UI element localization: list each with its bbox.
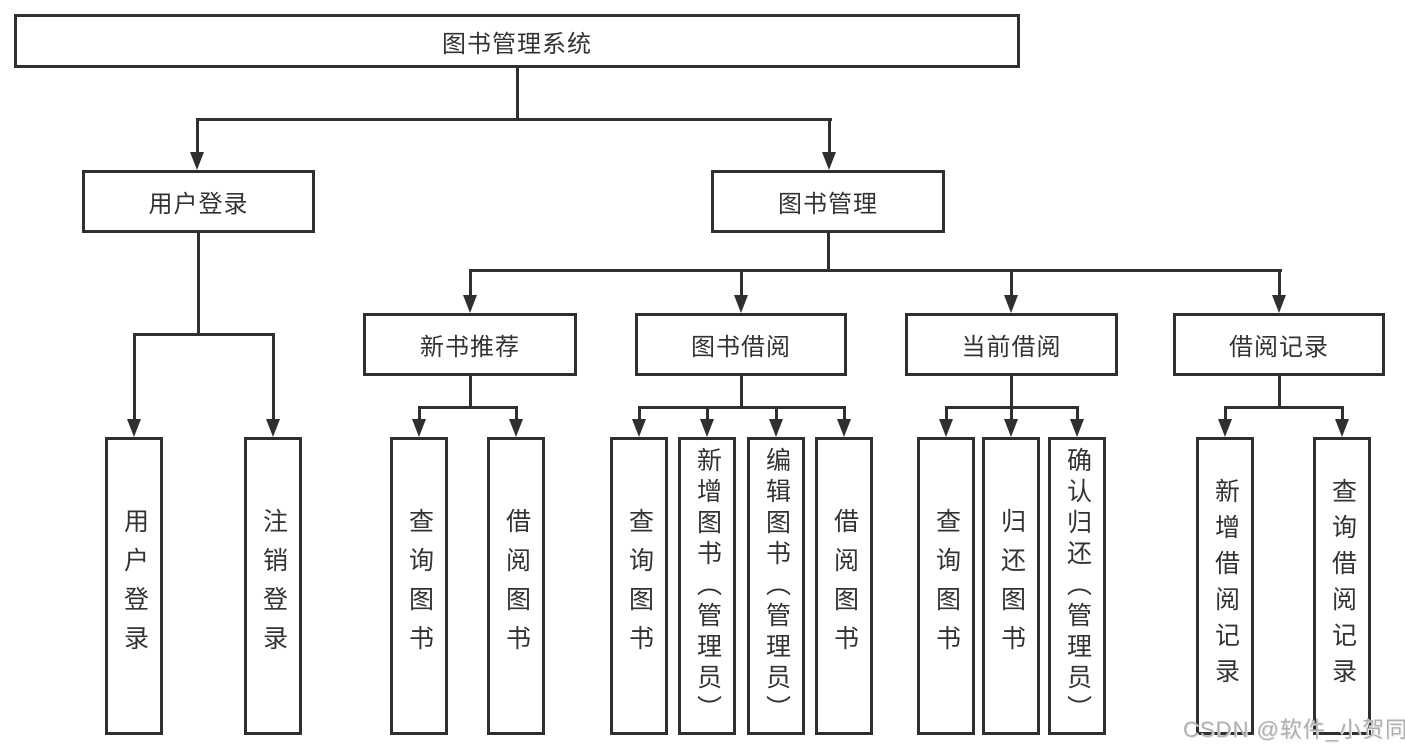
node-label: 新书推荐 — [420, 334, 520, 361]
node-label: 借阅记录 — [1229, 334, 1329, 361]
node-label: 用户登录 — [148, 191, 249, 218]
connector-new-book-stem — [469, 375, 472, 408]
connector-stub-leaf — [638, 406, 641, 422]
arrow-down-icon — [412, 419, 426, 437]
arrow-down-icon — [1218, 419, 1232, 437]
connector-stub-borrow-record — [1278, 269, 1281, 297]
leaf-label: 查询图书 — [932, 508, 961, 664]
arrow-down-icon — [1004, 419, 1018, 437]
leaf-label: 确认归还（管理员） — [1063, 446, 1092, 726]
leaf-query-book-current: 查询图书 — [917, 437, 975, 735]
leaf-label: 编辑图书（管理员） — [762, 446, 791, 726]
arrow-down-icon — [822, 152, 836, 170]
leaf-add-borrow-record: 新增借阅记录 — [1196, 437, 1254, 735]
leaf-label: 新增借阅记录 — [1211, 478, 1240, 694]
leaf-label: 查询借阅记录 — [1328, 478, 1357, 694]
connector-current-borrow-stem — [1010, 375, 1013, 408]
connector-stub-leaf — [843, 406, 846, 422]
leaf-label: 查询图书 — [405, 508, 434, 664]
connector-root-branch — [196, 118, 832, 121]
connector-stub-leaf — [515, 406, 518, 422]
connector-book-management-stem — [827, 231, 830, 271]
leaf-confirm-return-admin: 确认归还（管理员） — [1048, 437, 1106, 735]
leaf-edit-book-admin: 编辑图书（管理员） — [747, 437, 805, 735]
node-label: 图书管理 — [778, 191, 878, 218]
arrow-down-icon — [463, 295, 477, 313]
arrow-down-icon — [632, 419, 646, 437]
node-label: 图书借阅 — [691, 334, 791, 361]
node-user-login: 用户登录 — [82, 170, 315, 233]
node-library-management-system: 图书管理系统 — [14, 14, 1020, 68]
connector-stub-current-borrow — [1010, 269, 1013, 297]
connector-stub-leaf — [775, 406, 778, 422]
connector-stub-leaf — [1224, 406, 1227, 422]
connector-stub-leaf — [418, 406, 421, 422]
connector-stub-book-borrow — [740, 269, 743, 297]
connector-stub-leaf — [706, 406, 709, 422]
leaf-return-book: 归还图书 — [982, 437, 1040, 735]
leaf-borrow-book-recommend: 借阅图书 — [487, 437, 545, 735]
connector-stub-user-login — [196, 118, 199, 154]
node-label: 当前借阅 — [961, 334, 1062, 361]
connector-book-borrow-stem — [740, 375, 743, 408]
node-label: 图书管理系统 — [442, 30, 592, 58]
connector-borrow-record-branch — [1224, 406, 1344, 409]
leaf-label: 借阅图书 — [830, 508, 859, 664]
node-book-borrow: 图书借阅 — [635, 313, 847, 376]
leaf-label: 归还图书 — [997, 508, 1026, 664]
arrow-down-icon — [1004, 295, 1018, 313]
connector-stub-leaf — [272, 333, 275, 421]
connector-user-login-stem — [197, 231, 200, 335]
arrow-down-icon — [734, 295, 748, 313]
connector-new-book-branch — [418, 406, 518, 409]
leaf-label: 查询图书 — [625, 508, 654, 664]
leaf-borrow-book: 借阅图书 — [815, 437, 873, 735]
connector-borrow-record-stem — [1278, 375, 1281, 408]
arrow-down-icon — [190, 152, 204, 170]
connector-user-login-branch — [133, 333, 275, 336]
connector-stub-leaf — [133, 333, 136, 421]
connector-book-borrow-branch — [638, 406, 846, 409]
arrow-down-icon — [700, 419, 714, 437]
arrow-down-icon — [769, 419, 783, 437]
leaf-add-book-admin: 新增图书（管理员） — [678, 437, 736, 735]
connector-stub-leaf — [1076, 406, 1079, 422]
leaf-query-book-recommend: 查询图书 — [390, 437, 448, 735]
arrow-down-icon — [1335, 419, 1349, 437]
leaf-label: 借阅图书 — [502, 508, 531, 664]
arrow-down-icon — [939, 419, 953, 437]
connector-root-stem — [516, 66, 519, 121]
leaf-query-book-borrow: 查询图书 — [610, 437, 668, 735]
leaf-logout: 注销登录 — [244, 437, 302, 735]
leaf-user-login: 用户登录 — [105, 437, 163, 735]
leaf-query-borrow-record: 查询借阅记录 — [1313, 437, 1371, 735]
connector-stub-leaf — [1341, 406, 1344, 422]
leaf-label: 注销登录 — [259, 508, 288, 664]
arrow-down-icon — [266, 419, 280, 437]
connector-stub-book-management — [828, 118, 831, 154]
arrow-down-icon — [1272, 295, 1286, 313]
node-borrow-record: 借阅记录 — [1173, 313, 1385, 376]
csdn-watermark: CSDN @软件_小贺同学 — [1183, 717, 1405, 742]
connector-stub-leaf — [945, 406, 948, 422]
arrow-down-icon — [509, 419, 523, 437]
arrow-down-icon — [1070, 419, 1084, 437]
connector-stub-leaf — [1010, 406, 1013, 422]
node-new-book-recommend: 新书推荐 — [363, 313, 577, 376]
connector-stub-new-book — [469, 269, 472, 297]
arrow-down-icon — [127, 419, 141, 437]
node-current-borrow: 当前借阅 — [905, 313, 1118, 376]
node-book-management: 图书管理 — [711, 170, 945, 233]
arrow-down-icon — [837, 419, 851, 437]
leaf-label: 新增图书（管理员） — [693, 446, 722, 726]
leaf-label: 用户登录 — [120, 508, 149, 664]
connector-book-management-branch — [469, 269, 1282, 272]
